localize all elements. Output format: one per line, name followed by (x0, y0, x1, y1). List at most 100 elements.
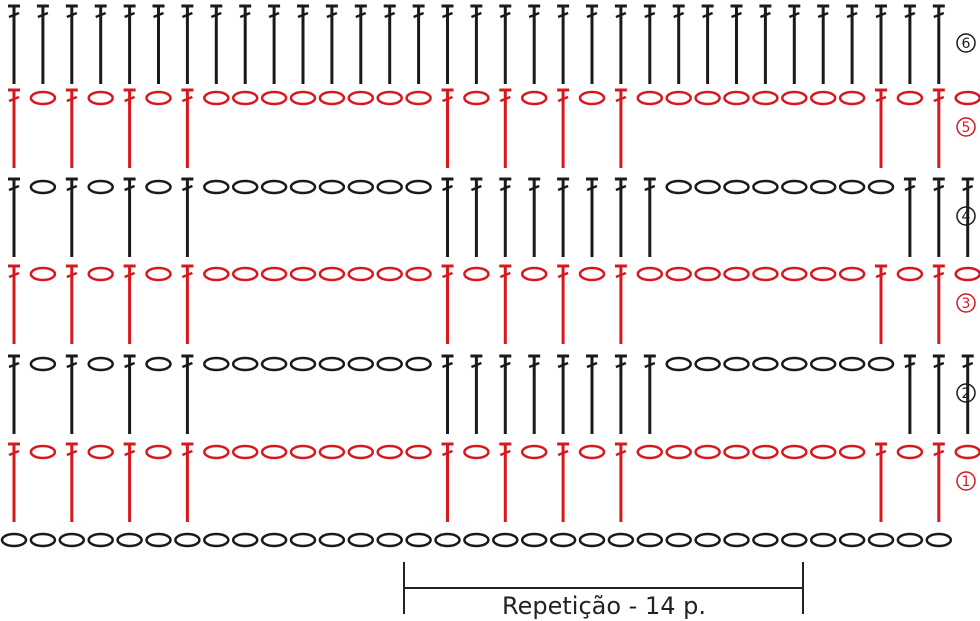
chain-stitch (838, 266, 866, 282)
row-number: 3 (962, 296, 971, 312)
chain-stitch (809, 444, 837, 460)
row-number-badge: 3 (956, 293, 976, 313)
double-crochet-stitch (932, 177, 945, 257)
chain-stitch (318, 532, 346, 548)
double-crochet-stitch (123, 177, 136, 257)
chain-stitch (231, 179, 259, 195)
chain-stitch (549, 532, 577, 548)
chain-stitch (954, 444, 980, 460)
chain-stitch (723, 532, 750, 548)
chain-stitch (954, 90, 980, 106)
double-crochet-stitch (8, 177, 20, 257)
double-crochet-stitch (846, 4, 859, 84)
chain-stitch (809, 532, 837, 548)
chain-stitch (578, 532, 606, 548)
chain-stitch (781, 90, 808, 106)
double-crochet-stitch (932, 354, 945, 434)
chain-stitch (231, 266, 259, 282)
pattern-row (8, 354, 974, 434)
chain-stitch (203, 266, 230, 282)
chain-stitch (376, 266, 403, 282)
chain-stitch (838, 356, 866, 372)
double-crochet-stitch (123, 4, 136, 84)
double-crochet-stitch (65, 354, 78, 434)
chain-stitch (781, 356, 808, 372)
chain-stitch (87, 90, 114, 106)
double-crochet-stitch (181, 442, 194, 522)
pattern-row (8, 88, 980, 168)
double-crochet-stitch (903, 354, 916, 434)
double-crochet-stitch (499, 177, 512, 257)
double-crochet-stitch (123, 88, 136, 168)
chain-stitch (723, 179, 750, 195)
double-crochet-stitch (643, 177, 656, 257)
chain-stitch (203, 179, 230, 195)
chain-stitch (694, 90, 721, 106)
chain-stitch (752, 444, 779, 460)
chain-stitch (29, 532, 57, 548)
chain-stitch (694, 444, 721, 460)
chain-stitch (752, 266, 779, 282)
chain-stitch (694, 266, 721, 282)
double-crochet-stitch (383, 4, 396, 84)
double-crochet-stitch (94, 4, 107, 84)
double-crochet-stitch (181, 264, 194, 344)
chain-stitch (636, 532, 664, 548)
double-crochet-stitch (672, 4, 685, 84)
double-crochet-stitch (181, 4, 194, 84)
chain-stitch (752, 179, 779, 195)
pattern-row (8, 442, 980, 522)
double-crochet-stitch (643, 4, 656, 84)
chain-stitch (174, 532, 201, 548)
double-crochet-stitch (875, 88, 887, 168)
chain-stitch (723, 444, 750, 460)
chain-stitch (318, 90, 346, 106)
chain-stitch (694, 356, 721, 372)
chain-stitch (520, 532, 548, 548)
chain-stitch (87, 356, 114, 372)
double-crochet-stitch (817, 4, 830, 84)
chain-stitch (347, 356, 375, 372)
chain-stitch (260, 532, 288, 548)
double-crochet-stitch (65, 88, 78, 168)
chain-stitch (752, 532, 779, 548)
chain-stitch (723, 356, 750, 372)
chain-stitch (203, 444, 230, 460)
double-crochet-stitch (586, 177, 598, 257)
row-number-badge: 2 (956, 383, 976, 403)
double-crochet-stitch (557, 354, 570, 434)
chain-stitch (896, 444, 924, 460)
chain-stitch (318, 356, 346, 372)
repeat-label: Repetição - 14 p. (502, 592, 706, 620)
chain-stitch (723, 90, 750, 106)
chain-stitch (694, 532, 721, 548)
double-crochet-stitch (65, 4, 78, 84)
double-crochet-stitch (614, 88, 627, 168)
chain-stitch (636, 444, 664, 460)
double-crochet-stitch (470, 354, 483, 434)
double-crochet-stitch (123, 442, 136, 522)
chain-stitch (954, 266, 980, 282)
double-crochet-stitch (441, 88, 454, 168)
double-crochet-stitch (8, 264, 20, 344)
double-crochet-stitch (412, 4, 425, 84)
chain-stitch (463, 532, 490, 548)
chain-stitch (289, 444, 317, 460)
chain-stitch (289, 266, 317, 282)
chain-stitch (896, 90, 924, 106)
double-crochet-stitch (614, 264, 627, 344)
double-crochet-stitch (239, 4, 252, 84)
chain-stitch (347, 532, 375, 548)
double-crochet-stitch (586, 354, 598, 434)
double-crochet-stitch (441, 354, 454, 434)
double-crochet-stitch (614, 354, 627, 434)
chain-stitch (463, 444, 490, 460)
chain-stitch (405, 90, 432, 106)
double-crochet-stitch (325, 4, 338, 84)
double-crochet-stitch (961, 177, 974, 257)
chain-stitch (578, 90, 606, 106)
chain-stitch (29, 266, 57, 282)
chain-stitch (318, 444, 346, 460)
double-crochet-stitch (730, 4, 743, 84)
